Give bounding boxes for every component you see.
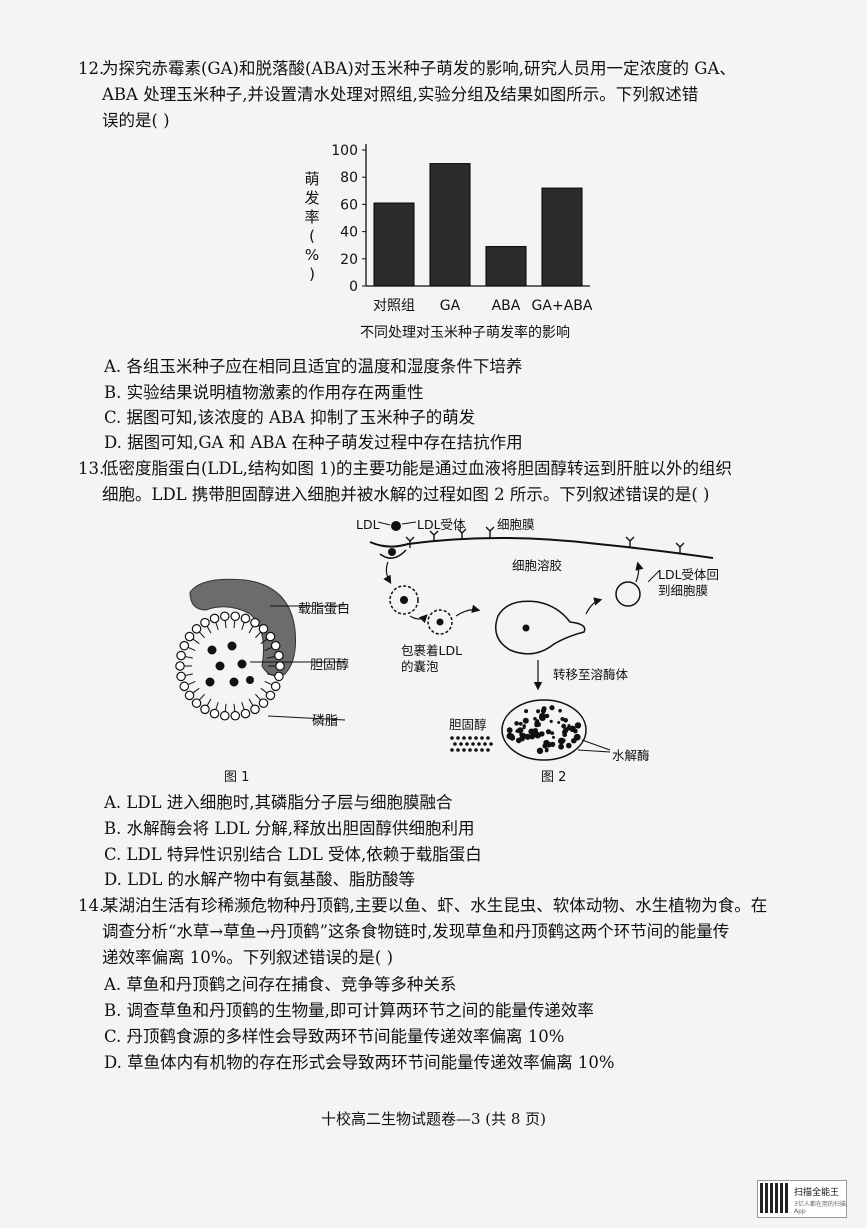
question-stem-line: 低密度脂蛋白(LDL,结构如图 1)的主要功能是通过血液将胆固醇转运到肝脏以外的…	[102, 459, 733, 478]
vesicle-1	[389, 585, 419, 615]
question-stem-line: 递效率偏离 10%。下列叙述错误的是( )	[102, 948, 394, 967]
chart-bars: 对照组 GA ABA GA+ABA	[373, 163, 593, 314]
page-footer: 十校高二生物试题卷—3 (共 8 页)	[320, 1110, 547, 1128]
chart-axes: 0 20 40 60 80 100	[331, 143, 590, 295]
germination-bar-chart: 0 20 40 60 80 100 对照组 GA ABA GA+ABA 萌发率(%)	[304, 143, 593, 314]
label-receptor-return-1: LDL受体回	[658, 567, 720, 582]
label-ldl: LDL	[356, 517, 380, 532]
label-cholesterol-fig1: 胆固醇	[310, 658, 350, 673]
qr-code-icon	[760, 1183, 790, 1213]
label-ldl-receptor: LDL受体	[417, 517, 466, 532]
question-stem-line: 误的是( )	[102, 111, 170, 130]
returning-vesicle	[615, 581, 641, 607]
question-stem-line: 细胞。LDL 携带胆固醇进入细胞并被水解的过程如图 2 所示。下列叙述错误的是(…	[102, 485, 710, 504]
y-tick-label: 80	[340, 170, 358, 186]
question-13: 13. 低密度脂蛋白(LDL,结构如图 1)的主要功能是通过血液将胆固醇转运到肝…	[78, 456, 800, 508]
figure-1-caption: 图 1	[224, 770, 250, 785]
option-c[interactable]: C. LDL 特异性识别结合 LDL 受体,依赖于载脂蛋白	[104, 845, 482, 864]
option-d[interactable]: D. LDL 的水解产物中有氨基酸、脂肪酸等	[104, 870, 416, 889]
phospholipid-layer	[175, 611, 285, 721]
endosome	[495, 600, 586, 655]
label-apoprotein: 载脂蛋白	[298, 602, 351, 617]
question-number: 14.	[78, 896, 105, 915]
cholesterol-dots	[205, 641, 254, 687]
lysosome	[501, 699, 587, 761]
label-vesicle-1: 包裹着LDL	[401, 643, 463, 658]
question-stem-line: 调查分析“水草→草鱼→丹顶鹤”这条食物链时,发现草鱼和丹顶鹤这两个环节间的能量传	[102, 922, 730, 941]
y-label-char: (	[309, 227, 315, 245]
label-receptor-return-2: 到细胞膜	[658, 583, 709, 598]
bar	[485, 246, 527, 287]
chart-y-axis-label: 萌发率(%)	[304, 170, 319, 283]
y-tick-label: 100	[331, 143, 358, 159]
released-cholesterol	[450, 736, 493, 752]
y-tick-label: 40	[340, 225, 358, 241]
question-14: 14. 某湖泊生活有珍稀濒危物种丹顶鹤,主要以鱼、虾、水生昆虫、软体动物、水生植…	[78, 893, 800, 971]
y-label-char: 萌	[304, 170, 319, 188]
y-tick-label: 20	[340, 252, 358, 268]
y-tick-label: 0	[349, 279, 358, 295]
option-d[interactable]: D. 据图可知,GA 和 ABA 在种子萌发过程中存在拮抗作用	[104, 433, 523, 452]
x-tick-label: GA	[440, 298, 461, 314]
label-cholesterol-fig2: 胆固醇	[449, 717, 487, 732]
question-number: 12.	[78, 59, 105, 78]
x-tick-label: GA+ABA	[532, 298, 593, 314]
scanner-watermark: 扫描全能王 3亿人都在用的扫描App	[757, 1180, 847, 1218]
label-vesicle-2: 的囊泡	[401, 659, 439, 674]
label-cell-membrane: 细胞膜	[497, 517, 535, 532]
option-a[interactable]: A. LDL 进入细胞时,其磷脂分子层与细胞膜融合	[104, 793, 453, 812]
watermark-brand: 扫描全能王	[794, 1188, 840, 1198]
option-c[interactable]: C. 丹顶鹤食源的多样性会导致两环节间能量传递效率偏离 10%	[104, 1027, 565, 1046]
y-label-char: 率	[304, 208, 319, 226]
question-12: 12. 为探究赤霉素(GA)和脱落酸(ABA)对玉米种子萌发的影响,研究人员用一…	[78, 56, 800, 134]
hydrolase-dots	[506, 705, 582, 754]
y-label-char: 发	[304, 189, 319, 207]
question-number: 13.	[78, 459, 105, 478]
ldl-particle	[391, 521, 401, 531]
watermark-subtext: 3亿人都在用的扫描App	[794, 1201, 846, 1215]
cell-membrane	[369, 537, 714, 559]
option-b[interactable]: B. 水解酶会将 LDL 分解,释放出胆固醇供细胞利用	[104, 819, 475, 838]
question-stem-line: 为探究赤霉素(GA)和脱落酸(ABA)对玉米种子萌发的影响,研究人员用一定浓度的…	[102, 59, 736, 78]
bar	[373, 202, 415, 287]
question-stem-line: ABA 处理玉米种子,并设置清水处理对照组,实验分组及结果如图所示。下列叙述错	[102, 85, 699, 104]
option-d[interactable]: D. 草鱼体内有机物的存在形式会导致两环节间能量传递效率偏离 10%	[104, 1053, 615, 1072]
ldl-receptors	[405, 526, 685, 554]
y-label-char: %	[305, 246, 319, 264]
y-tick-label: 60	[340, 197, 358, 213]
y-label-char: )	[309, 265, 315, 283]
chart-title: 不同处理对玉米种子萌发率的影响	[360, 325, 570, 341]
vesicle-2	[427, 609, 453, 635]
x-tick-label: ABA	[492, 298, 521, 314]
x-tick-label: 对照组	[373, 298, 415, 314]
figure-1-ldl-structure	[175, 578, 346, 721]
bar	[429, 163, 471, 287]
bar	[541, 187, 583, 287]
option-a[interactable]: A. 草鱼和丹顶鹤之间存在捕食、竞争等多种关系	[104, 975, 457, 994]
question-stem-line: 某湖泊生活有珍稀濒危物种丹顶鹤,主要以鱼、虾、水生昆虫、软体动物、水生植物为食。…	[102, 896, 768, 915]
label-cytosol: 细胞溶胶	[512, 558, 563, 573]
label-phospholipid: 磷脂	[312, 714, 339, 729]
figure-2-caption: 图 2	[541, 770, 567, 785]
label-hydrolase: 水解酶	[612, 748, 650, 763]
figure-2-ldl-pathway	[369, 521, 714, 761]
label-to-lysosome: 转移至溶酶体	[553, 667, 629, 682]
option-a[interactable]: A. 各组玉米种子应在相同且适宜的温度和湿度条件下培养	[104, 357, 523, 376]
option-b[interactable]: B. 调查草鱼和丹顶鹤的生物量,即可计算两环节之间的能量传递效率	[104, 1001, 594, 1020]
option-c[interactable]: C. 据图可知,该浓度的 ABA 抑制了玉米种子的萌发	[104, 408, 476, 427]
option-b[interactable]: B. 实验结果说明植物激素的作用存在两重性	[104, 383, 424, 402]
